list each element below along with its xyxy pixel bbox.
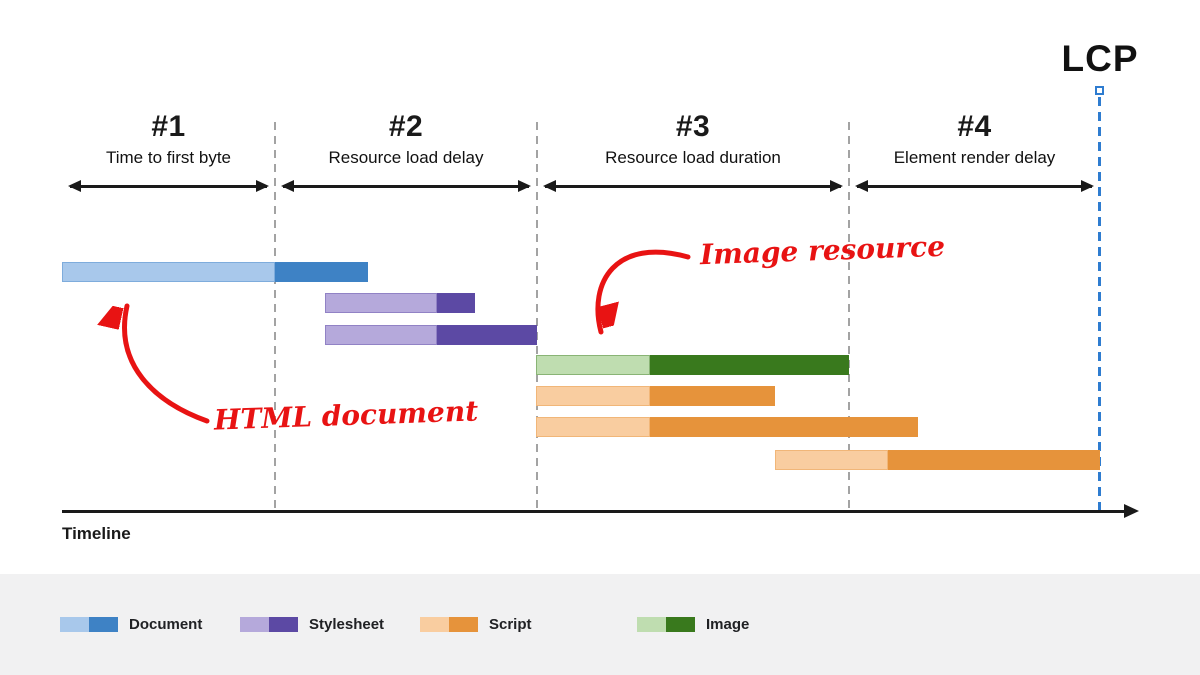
html-document-arrow [125,306,210,424]
legend-item-document: Document [60,616,202,633]
phase-divider-2 [536,122,538,512]
legend-band [0,574,1200,675]
lcp-dashed-line [1098,97,1101,512]
legend-item-stylesheet: Stylesheet [240,616,384,633]
bar-stylesheet-row2-light [325,293,437,313]
lcp-title: LCP [1061,38,1139,79]
phase-divider-3 [848,122,850,512]
bar-script-row6-light [536,417,650,437]
bar-stylesheet-row3-light [325,325,437,345]
bar-script-row7-dark [888,450,1100,470]
timeline-axis [62,510,1126,513]
annotation-html-document: HTML document [213,394,479,437]
phase-4-number: #4 [957,110,992,143]
legend-label-script: Script [489,616,532,633]
lcp-marker-square [1095,86,1104,95]
bar-script-row7-light [775,450,888,470]
phase-2-number: #2 [388,110,424,143]
phase-3-number: #3 [675,110,711,143]
phase-3: #3 Resource load duration [537,108,849,200]
phase-1-range-arrow [68,180,269,192]
phase-1-label: Time to first byte [105,148,231,167]
bar-script-row5-dark [650,386,775,406]
legend-item-image: Image [637,616,749,633]
phase-2-label: Resource load delay [328,148,484,167]
image-resource-arrow [595,249,691,335]
bar-image-row4-light [536,355,650,375]
phase-2: #2 Resource load delay [275,108,537,200]
annotation-image-resource: Image resource [699,229,946,272]
timeline-axis-arrowhead [1124,504,1139,518]
bar-document-row1-light [62,262,275,282]
bar-stylesheet-row2-dark [437,293,475,313]
phase-2-range-arrow [281,180,531,192]
bar-script-row6-dark [650,417,918,437]
phase-divider-1 [274,122,276,512]
bar-stylesheet-row3-dark [437,325,537,345]
legend-swatch-image [637,617,695,632]
legend-item-script: Script [420,616,532,633]
bar-image-row4-dark [650,355,849,375]
legend-swatch-stylesheet [240,617,298,632]
legend-label-document: Document [129,616,203,633]
legend-swatch-document [60,617,118,632]
timeline-axis-label: Timeline [62,524,131,543]
phase-1: #1 Time to first byte [62,108,275,200]
phase-4-range-arrow [855,180,1094,192]
legend-label-image: Image [706,616,750,633]
phase-4-label: Element render delay [893,148,1056,167]
bar-document-row1-dark [275,262,368,282]
phase-4: #4 Element render delay [849,108,1100,200]
phase-3-label: Resource load duration [605,148,781,167]
bar-script-row5-light [536,386,650,406]
phase-3-range-arrow [543,180,843,192]
phase-1-number: #1 [151,110,186,143]
legend-swatch-script [420,617,478,632]
legend-label-stylesheet: Stylesheet [309,616,385,633]
